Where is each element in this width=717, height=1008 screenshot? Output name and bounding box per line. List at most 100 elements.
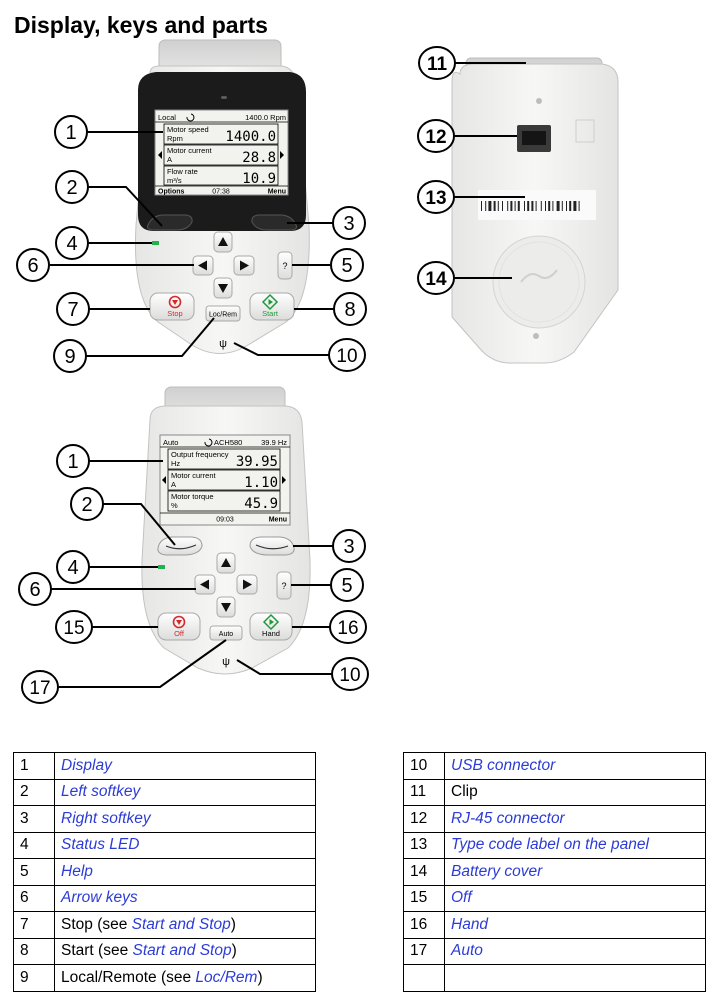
callout-11: 11: [418, 46, 456, 80]
scroll-right-icon-2: [282, 476, 286, 484]
svg-text:7: 7: [67, 299, 78, 321]
legend-link[interactable]: Start and Stop: [131, 915, 231, 933]
left-softkey-2[interactable]: [157, 536, 203, 556]
svg-text:5: 5: [341, 255, 352, 277]
legend-number: 12: [403, 805, 445, 833]
legend-link[interactable]: Display: [61, 756, 112, 774]
svg-text:6: 6: [29, 579, 40, 601]
callout-16: 16: [329, 610, 367, 644]
help-key-label-1: ?: [282, 261, 287, 271]
legend-number: 2: [13, 778, 55, 806]
legend-link[interactable]: Hand: [451, 915, 489, 933]
svg-text:14: 14: [425, 269, 447, 290]
svg-text:2: 2: [66, 177, 77, 199]
callout-1b: 1: [56, 444, 90, 478]
legend-link[interactable]: Right softkey: [61, 809, 151, 827]
legend-link[interactable]: Arrow keys: [61, 889, 138, 907]
callout-13: 13: [417, 180, 455, 214]
start-key-label-1: Start: [262, 309, 279, 318]
status-mode-2: Auto: [163, 438, 178, 447]
callout-2b: 2: [70, 487, 104, 521]
legend-link[interactable]: Start and Stop: [132, 942, 232, 960]
legend-number: 15: [403, 884, 445, 912]
arrow-down-icon-1: [218, 284, 228, 293]
callout-1: 1: [54, 115, 88, 149]
svg-text:1: 1: [67, 451, 78, 473]
scroll-right-icon-1: [280, 151, 284, 159]
legend-link[interactable]: Off: [451, 889, 472, 907]
row1-name-1: Motor speed: [167, 125, 209, 134]
status-led-2: [158, 565, 165, 569]
legend-link[interactable]: Type code label on the panel: [451, 836, 649, 854]
legend-link[interactable]: Left softkey: [61, 783, 141, 801]
arrow-left-icon-2: [200, 579, 209, 590]
row3-value-1: 10.9: [242, 171, 276, 187]
legend-description: Display: [54, 752, 316, 780]
right-softkey-2[interactable]: [249, 536, 295, 556]
legend-description: RJ-45 connector: [444, 805, 706, 833]
legend-text: ): [231, 942, 237, 960]
legend-link[interactable]: Status LED: [61, 836, 140, 854]
leader-lines: [50, 62, 526, 688]
legend-number: 11: [403, 778, 445, 806]
callout-12: 12: [417, 119, 455, 153]
type-code-label: [478, 190, 596, 220]
row1-unit-2: Hz: [171, 459, 180, 468]
svg-text:16: 16: [337, 618, 358, 639]
svg-text:3: 3: [343, 213, 354, 235]
svg-text:4: 4: [67, 557, 78, 579]
row2-value-2: 1.10: [244, 475, 278, 491]
svg-text:4: 4: [66, 233, 77, 255]
right-softkey-1[interactable]: [251, 214, 297, 231]
clock-1: 07:38: [212, 189, 230, 196]
callout-3b: 3: [332, 529, 366, 563]
legend-link[interactable]: RJ-45 connector: [451, 809, 565, 827]
row2-unit-1: A: [167, 155, 172, 164]
legend-description: Clip: [444, 778, 706, 806]
legend-description: Right softkey: [54, 805, 316, 833]
svg-text:17: 17: [29, 678, 50, 699]
legend-link[interactable]: Loc/Rem: [195, 968, 258, 986]
help-key-label-2: ?: [281, 581, 286, 591]
legend-link[interactable]: USB connector: [451, 756, 556, 774]
stop-key-label-1: Stop: [167, 309, 182, 318]
legend-link[interactable]: Battery cover: [451, 862, 543, 880]
legend-number: 3: [13, 805, 55, 833]
callout-4: 4: [55, 226, 89, 260]
off-icon-2: [172, 615, 186, 629]
legend-number: 1: [13, 752, 55, 780]
svg-text:13: 13: [425, 188, 446, 209]
legend-description: Local/Remote (see Loc/Rem): [54, 964, 316, 992]
legend-description: Status LED: [54, 831, 316, 859]
barcode: [481, 201, 580, 211]
row3-name-2: Motor torque: [171, 492, 214, 501]
loc-rem-key-1[interactable]: [205, 305, 241, 322]
panel-front-1: Local 1400.0 Rpm Motor speed Rpm 1400.0 …: [135, 39, 310, 354]
row2-name-2: Motor current: [171, 471, 217, 480]
callout-17: 17: [21, 670, 59, 704]
hand-key-label-2: Hand: [262, 629, 280, 638]
row1-unit-1: Rpm: [167, 134, 183, 143]
legend-number: 5: [13, 858, 55, 886]
legend-link[interactable]: Help: [61, 862, 93, 880]
callout-6: 6: [16, 248, 50, 282]
left-softkey-1[interactable]: [147, 214, 193, 231]
legend-description: USB connector: [444, 752, 706, 780]
legend-description: Stop (see Start and Stop): [54, 911, 316, 939]
rotation-icon-2: [204, 438, 213, 447]
legend-row: 2 Left softkey: [13, 778, 316, 806]
svg-text:1: 1: [65, 122, 76, 144]
legend-text: Stop (see: [61, 915, 132, 933]
hand-icon-2: [262, 613, 280, 631]
callout-2: 2: [55, 170, 89, 204]
battery-cover: [492, 235, 586, 329]
callout-14: 14: [417, 261, 455, 295]
legend-description: Start (see Start and Stop): [54, 937, 316, 965]
callout-10a: 10: [328, 338, 366, 372]
legend-number: 6: [13, 884, 55, 912]
legend-link[interactable]: Auto: [451, 942, 483, 960]
arrow-up-icon-2: [221, 558, 231, 567]
